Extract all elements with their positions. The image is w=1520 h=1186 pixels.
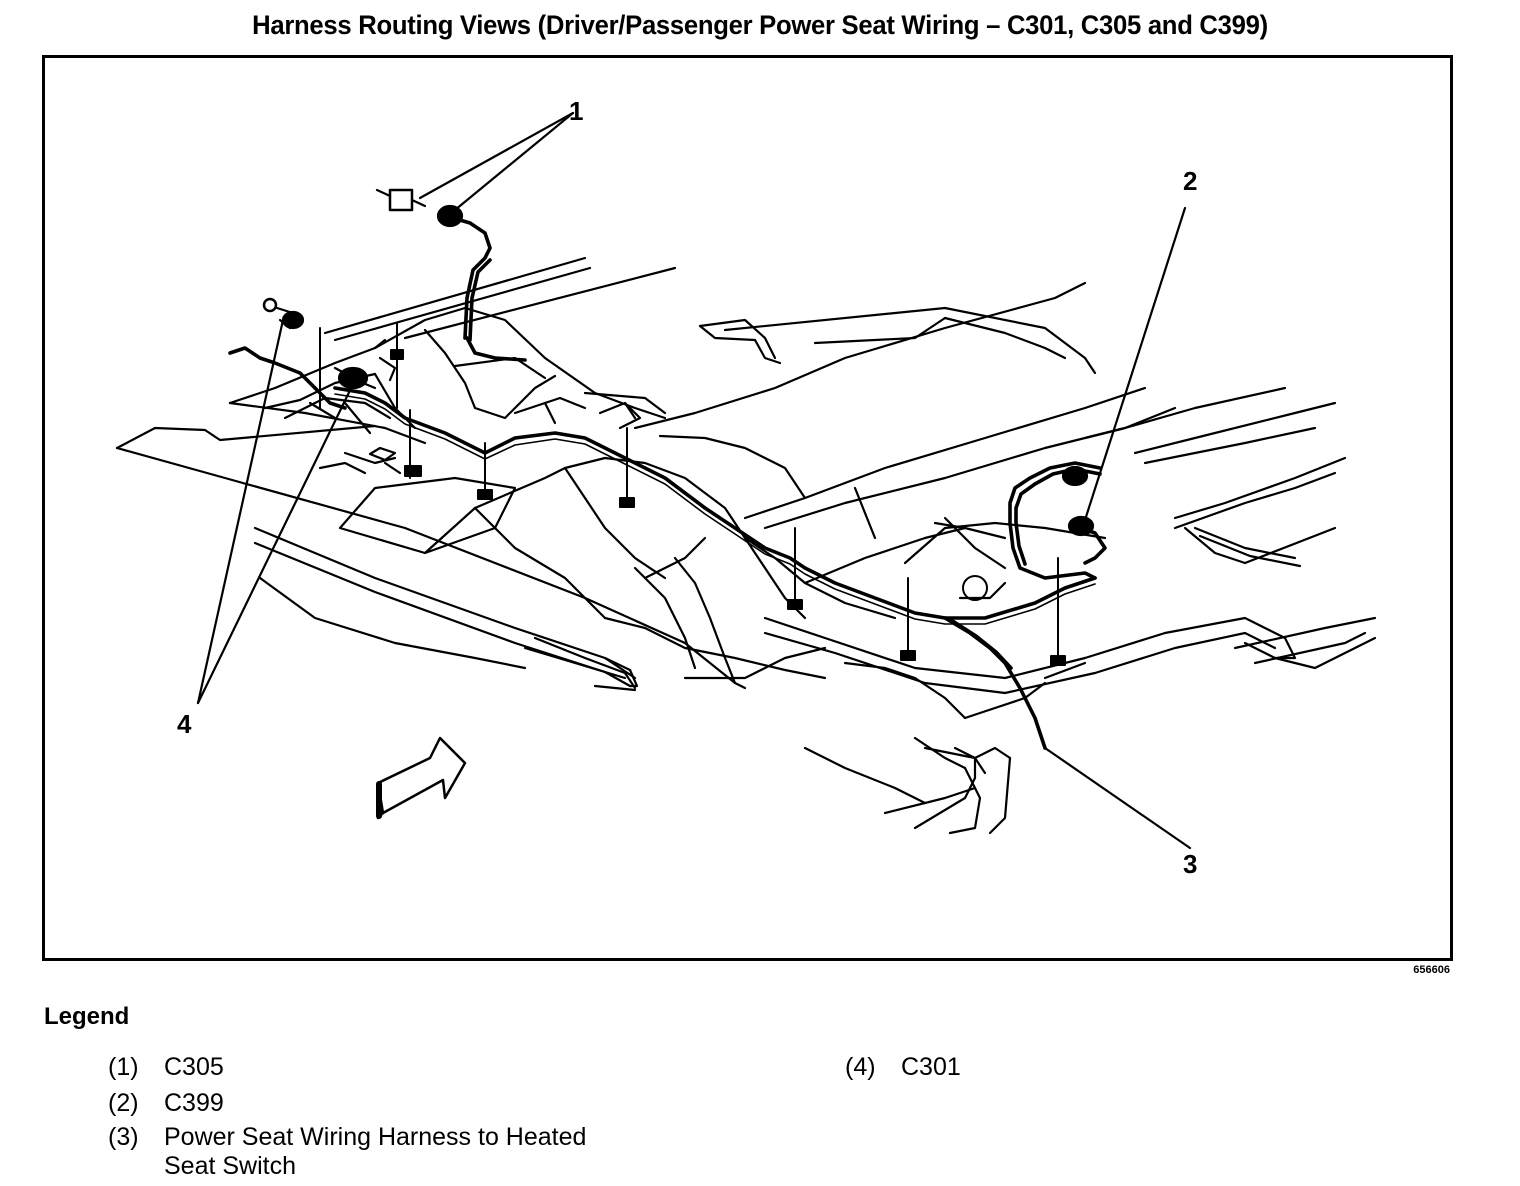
page-title: Harness Routing Views (Driver/Passenger … bbox=[252, 10, 1268, 40]
callout-4: 4 bbox=[177, 709, 192, 739]
connector-c305 bbox=[375, 188, 464, 228]
legend-item-number: (3) bbox=[108, 1123, 139, 1151]
callout-1: 1 bbox=[569, 96, 583, 126]
legend-title: Legend bbox=[44, 1003, 130, 1030]
callout-2: 2 bbox=[1183, 166, 1197, 196]
connector-c301 bbox=[262, 297, 397, 390]
wiring-harness bbox=[228, 216, 1107, 750]
legend-item-label: C399 bbox=[164, 1089, 224, 1117]
connector-c399 bbox=[1061, 465, 1095, 537]
legend-item-label: C305 bbox=[164, 1053, 224, 1081]
legend-item-label-continued: Seat Switch bbox=[164, 1152, 297, 1180]
harness-retainers bbox=[319, 322, 1066, 666]
legend-item-label: Power Seat Wiring Harness to Heated bbox=[164, 1123, 587, 1151]
floor-pan-linework bbox=[115, 256, 1377, 835]
legend-item-number: (4) bbox=[845, 1053, 876, 1081]
leader-lines bbox=[196, 111, 1192, 850]
diagram-frame: 1 2 3 4 bbox=[42, 55, 1453, 961]
harness-routing-diagram: 1 2 3 4 bbox=[115, 96, 1377, 879]
callout-3: 3 bbox=[1183, 849, 1197, 879]
front-direction-arrow-icon bbox=[376, 736, 467, 820]
figure-id: 656606 bbox=[1413, 964, 1450, 976]
legend-item-label: C301 bbox=[901, 1053, 961, 1081]
legend-item-number: (1) bbox=[108, 1053, 139, 1081]
legend-item-number: (2) bbox=[108, 1089, 139, 1117]
